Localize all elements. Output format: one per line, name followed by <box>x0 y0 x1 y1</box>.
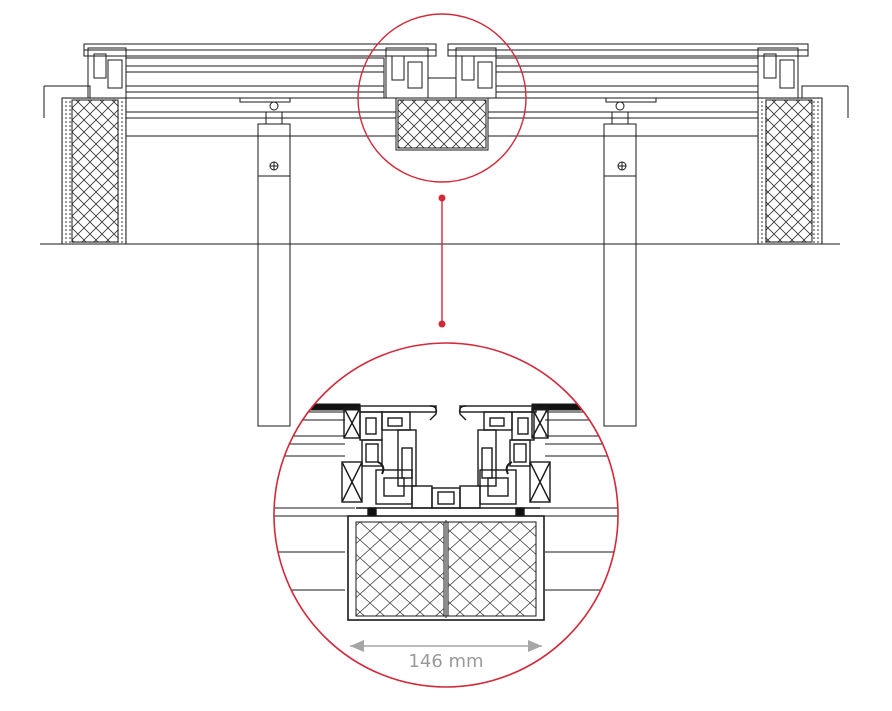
zoom-gutter-box <box>347 515 545 621</box>
detail-marker-circle <box>357 13 527 183</box>
zoom-left-profile <box>341 405 438 509</box>
right-support-post <box>603 97 657 427</box>
zoom-right-profile <box>458 405 551 509</box>
dimension-label: 146 mm <box>408 651 483 672</box>
width-dimension: 146 mm <box>350 640 542 674</box>
right-glass-panel <box>447 43 809 99</box>
detail-zoom-circle <box>273 342 619 688</box>
detail-zoom <box>273 342 619 688</box>
left-glass-panel <box>83 43 437 99</box>
overview-section <box>40 43 849 427</box>
detail-connector <box>438 194 446 328</box>
left-support-post <box>239 97 291 427</box>
left-wall-outline <box>43 85 91 118</box>
right-wall <box>757 97 823 245</box>
right-wall-outline <box>801 85 849 118</box>
left-wall <box>61 97 127 245</box>
center-gutter-small <box>395 97 489 151</box>
